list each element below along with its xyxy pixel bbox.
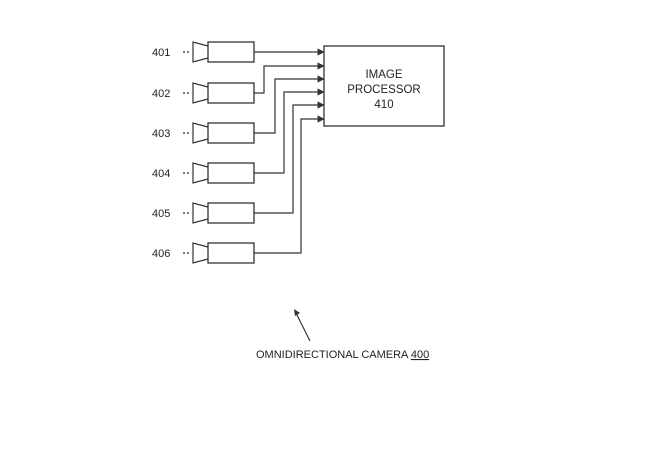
camera-405: 405 <box>152 101 325 224</box>
processor-label-line2: PROCESSOR <box>347 84 421 96</box>
camera-ref-label: 405 <box>152 208 170 220</box>
camera-body <box>207 242 255 264</box>
camera-lens-icon <box>192 82 209 104</box>
processor-ref: 410 <box>374 99 393 111</box>
camera-403: 403 <box>152 75 325 144</box>
camera-ref-label: 403 <box>152 128 170 140</box>
processor-label-line1: IMAGE <box>365 69 402 81</box>
camera-402: 402 <box>152 62 325 104</box>
camera-ref-label: 404 <box>152 168 170 180</box>
camera-body <box>207 82 255 104</box>
camera-body <box>207 162 255 184</box>
camera-connection-arrow <box>254 62 325 94</box>
camera-406: 406 <box>152 115 325 264</box>
caption-title: OMNIDIRECTIONAL CAMERA <box>256 349 411 361</box>
camera-401: 401 <box>152 41 325 63</box>
image-processor: IMAGE PROCESSOR 410 <box>323 45 445 127</box>
camera-connection-arrow <box>254 75 325 134</box>
caption-leader-arrowhead <box>294 309 300 316</box>
image-processor-box <box>323 45 445 127</box>
caption-ref: 400 <box>411 349 429 361</box>
camera-ref-label: 402 <box>152 88 170 100</box>
camera-404: 404 <box>152 88 325 184</box>
camera-lens-icon <box>192 162 209 184</box>
camera-connection-arrow <box>254 115 325 254</box>
camera-lens-icon <box>192 202 209 224</box>
camera-ref-label: 406 <box>152 248 170 260</box>
camera-connection-arrow <box>254 101 325 214</box>
camera-connection-arrow <box>254 88 325 174</box>
camera-array: 401 402 403 404 405 406 <box>152 41 325 264</box>
camera-ref-label: 401 <box>152 47 170 59</box>
camera-body <box>207 202 255 224</box>
camera-lens-icon <box>192 41 209 63</box>
camera-lens-icon <box>192 122 209 144</box>
camera-body <box>207 41 255 63</box>
caption: OMNIDIRECTIONAL CAMERA 400 <box>256 309 429 361</box>
caption-leader-line <box>295 312 311 342</box>
caption-text: OMNIDIRECTIONAL CAMERA 400 <box>256 349 429 361</box>
camera-lens-icon <box>192 242 209 264</box>
camera-body <box>207 122 255 144</box>
